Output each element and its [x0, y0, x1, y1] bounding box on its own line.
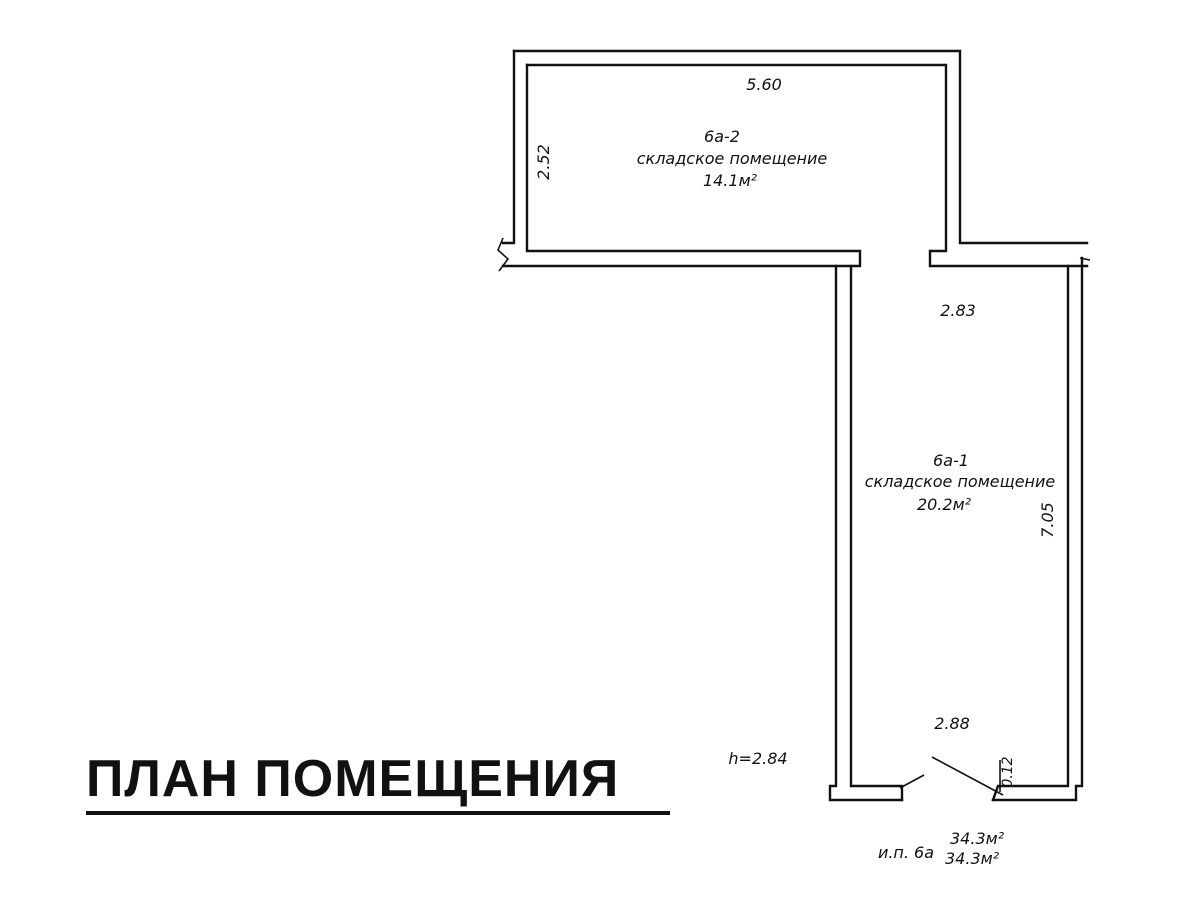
dimension-bottom-width: 2.88: [934, 714, 970, 733]
summary-total-area: 34.3м²: [950, 829, 1005, 848]
room-6a2-id: 6а-2: [704, 127, 740, 146]
wall-left-outer: [501, 49, 516, 245]
ceiling-height: h=2.84: [728, 749, 787, 768]
wall-upper-outer: [512, 49, 1089, 245]
dimension-top-height: 2.52: [534, 144, 553, 180]
wall-lower-right-inner: [991, 264, 1070, 802]
room-6a1-name: складское помещение: [865, 472, 1056, 491]
dimension-right-length: 7.05: [1038, 502, 1057, 538]
plan-title: ПЛАН ПОМЕЩЕНИЯ: [86, 752, 670, 815]
door-leaf-right: [931, 756, 1004, 796]
wall-break-right: [1079, 257, 1091, 261]
summary-useful-area: 34.3м²: [945, 849, 1000, 868]
wall-left-inner: [501, 63, 862, 268]
dimension-threshold: 0.12: [1000, 756, 1016, 787]
wall-break-left: [497, 237, 510, 272]
wall-lower-left-outer: [828, 264, 904, 802]
room-6a2-area: 14.1м²: [703, 171, 758, 190]
dimension-top-width: 5.60: [746, 75, 782, 94]
door-leaf-left: [899, 774, 925, 789]
room-6a2-name: складское помещение: [637, 149, 828, 168]
wall-lower-left-inner: [849, 264, 904, 802]
dimension-passage-width: 2.83: [940, 301, 976, 320]
room-6a1-id: 6а-1: [933, 451, 969, 470]
wall-upper-inner: [525, 63, 1089, 268]
wall-lower-right-outer: [991, 256, 1084, 802]
summary-label: и.п. 6а: [878, 843, 934, 862]
room-6a1-area: 20.2м²: [917, 495, 972, 514]
